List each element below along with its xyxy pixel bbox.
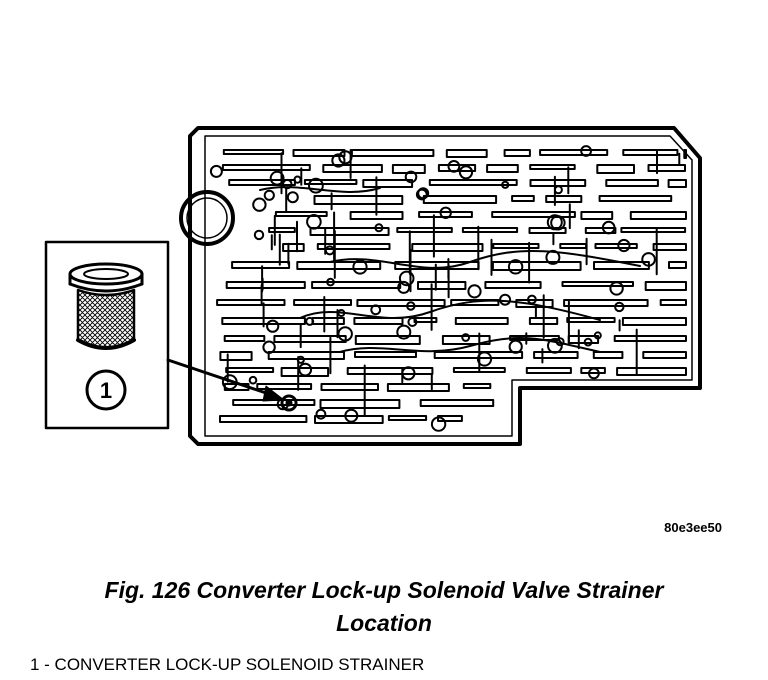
legend-item-1: 1 - CONVERTER LOCK-UP SOLENOID STRAINER (30, 655, 425, 674)
figure-caption: Fig. 126 Converter Lock-up Solenoid Valv… (0, 574, 768, 640)
valve-body-diagram: 1 (44, 126, 702, 446)
callout-arrow (166, 358, 285, 402)
callout-circle (85, 369, 127, 411)
strainer-icon (68, 262, 144, 350)
valve-body-inner-outline (204, 135, 693, 437)
valve-body-bolt-holes (209, 145, 656, 432)
large-port (179, 190, 235, 246)
image-id-label: 80e3ee50 (664, 520, 722, 535)
caption-line-2: Location (336, 610, 432, 636)
valve-body-channels (216, 149, 687, 424)
strainer-location-marker (280, 394, 298, 412)
valve-body-outline (188, 126, 702, 446)
strainer-inset-box (44, 240, 170, 430)
caption-line-1: Fig. 126 Converter Lock-up Solenoid Valv… (104, 577, 664, 603)
callout-number: 1 (100, 378, 112, 403)
